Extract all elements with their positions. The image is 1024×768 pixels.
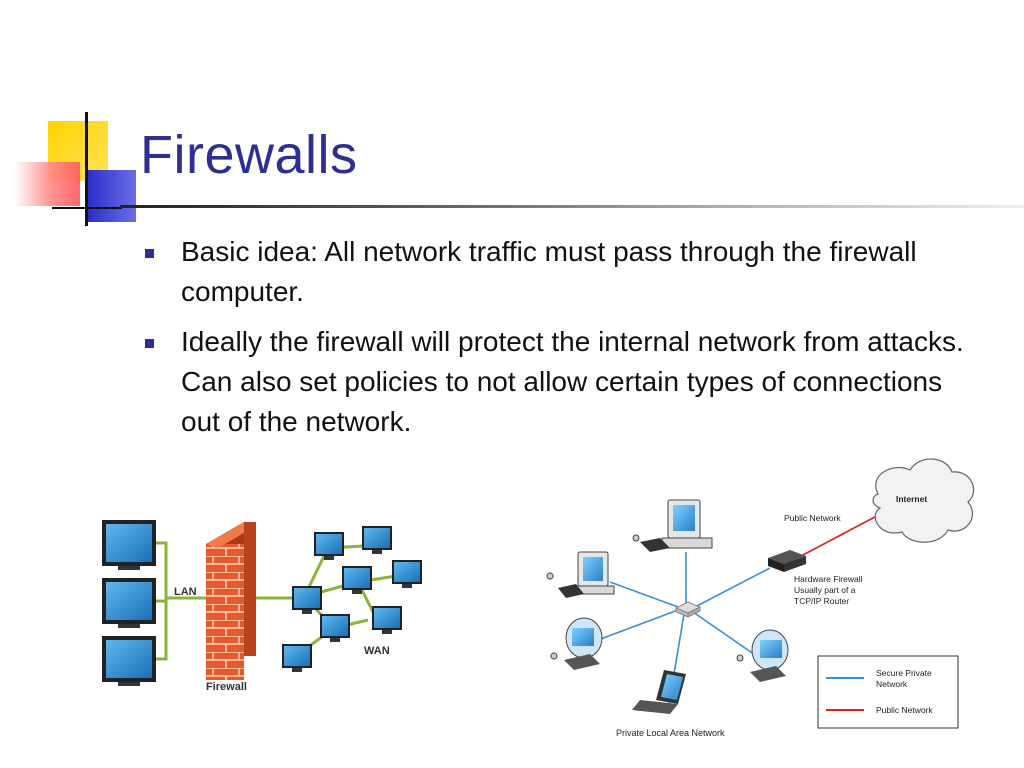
legend-secure-label: Secure Private — [876, 668, 932, 678]
wan-monitor-icon — [372, 606, 402, 634]
lan-firewall-wan-svg: LAN Firewall — [102, 520, 422, 693]
desktop-computer-icon — [632, 499, 713, 552]
legend: Secure Private Network Public Network — [817, 655, 959, 729]
bullet-text: Basic idea: All network traffic must pas… — [181, 236, 917, 307]
bullet-list: Basic idea: All network traffic must pas… — [145, 232, 985, 452]
ornament-vertical-line — [85, 112, 88, 226]
laptop-computer-icon — [632, 670, 686, 714]
desktop-computer-icon — [546, 551, 615, 598]
firewall-wall-icon — [206, 522, 256, 680]
title-underline — [120, 205, 1024, 208]
wan-monitor-icon — [282, 644, 312, 672]
slide-title: Firewalls — [140, 125, 358, 185]
bullet-item: Basic idea: All network traffic must pas… — [145, 232, 985, 312]
ornament-horizontal-line — [52, 207, 122, 209]
lan-monitor-icon — [102, 636, 156, 686]
public-network-label: Public Network — [784, 513, 841, 523]
hardware-firewall-line: TCP/IP Router — [794, 596, 849, 606]
bullet-item: Ideally the firewall will protect the in… — [145, 322, 985, 442]
lan-monitor-icon — [102, 520, 156, 570]
wan-monitor-icon — [362, 526, 392, 554]
ornament-red-square — [14, 162, 80, 206]
square-bullet-icon — [145, 339, 154, 348]
square-bullet-icon — [145, 249, 154, 258]
lan-firewall-wan-diagram: LAN Firewall — [96, 508, 434, 704]
legend-secure-label: Network — [876, 679, 908, 689]
secure-links — [597, 552, 771, 711]
network-hub-icon — [675, 601, 701, 618]
wan-monitor-icon — [314, 532, 344, 560]
wan-monitor-icon — [342, 566, 372, 594]
hardware-firewall-line: Usually part of a — [794, 585, 856, 595]
internet-cloud-icon — [872, 458, 975, 543]
internet-label: Internet — [896, 494, 927, 504]
legend-public-label: Public Network — [876, 705, 933, 715]
wan-monitor-icon — [320, 614, 350, 642]
firewall-label: Firewall — [206, 681, 247, 693]
private-network-svg: Internet Public Network Hardware Firewal… — [546, 458, 975, 738]
imac-computer-icon — [736, 629, 789, 682]
private-network-diagram: Internet Public Network Hardware Firewal… — [528, 452, 976, 752]
lan-links — [156, 541, 208, 661]
wan-label: WAN — [364, 645, 390, 657]
lan-monitor-icon — [102, 578, 156, 628]
wan-links — [256, 544, 397, 658]
hardware-firewall-icon — [768, 550, 806, 572]
wan-monitor-icon — [392, 560, 422, 588]
lan-label: LAN — [174, 586, 197, 598]
private-lan-label: Private Local Area Network — [616, 728, 725, 738]
ornament-blue-square — [88, 170, 136, 222]
wan-monitor-icon — [292, 586, 322, 614]
bullet-text: Ideally the firewall will protect the in… — [181, 326, 964, 437]
imac-computer-icon — [550, 617, 603, 670]
hardware-firewall-line: Hardware Firewall — [794, 574, 863, 584]
